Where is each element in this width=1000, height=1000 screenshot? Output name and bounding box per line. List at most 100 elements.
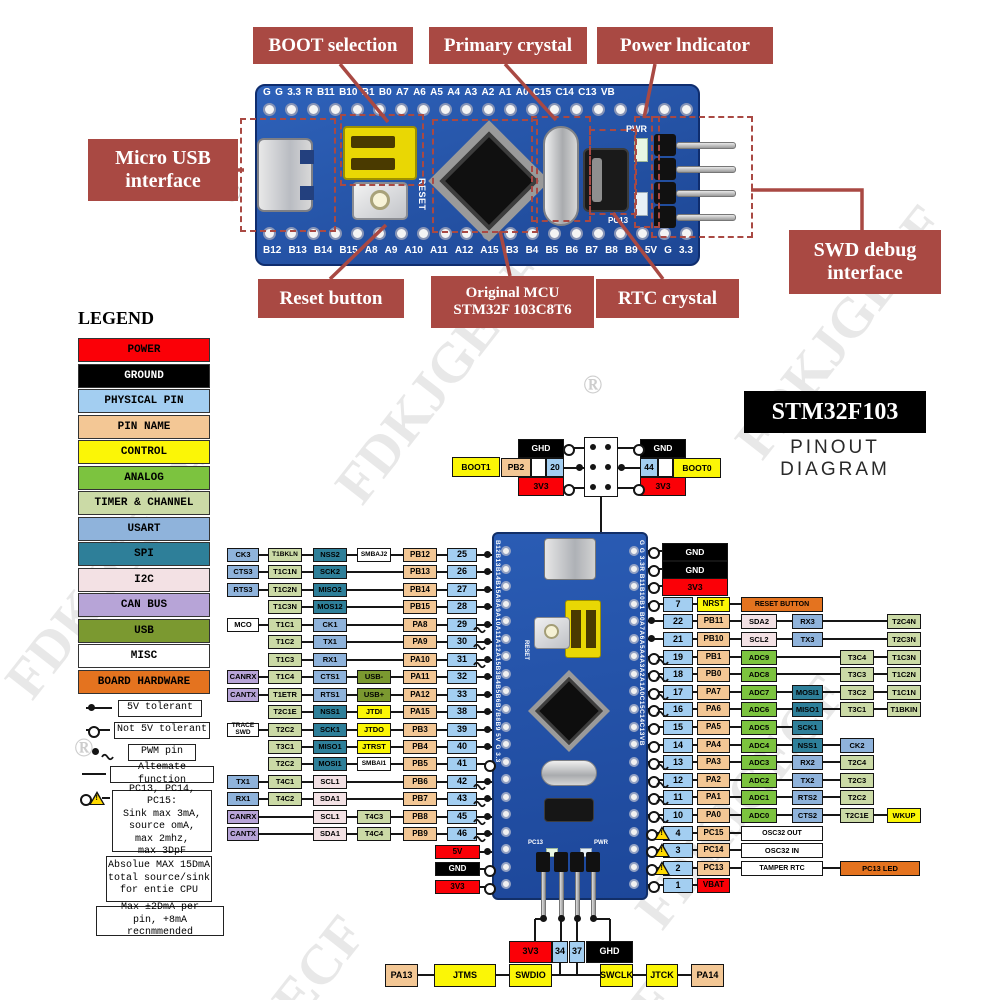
legend-item-timer-channel: TIMER & CHANNEL [78, 491, 210, 515]
pin-name-pa7: PA7 [697, 685, 730, 700]
pin-name-pa11: PA11 [403, 670, 437, 684]
pin-hole [526, 103, 540, 116]
boot-left-blank [531, 458, 546, 477]
silk-label-a6: A6 [413, 87, 426, 98]
pin-name-pc13: PC13 [697, 861, 730, 876]
pin-function-usb+: USB+ [357, 688, 391, 702]
pin-number-7: 7 [663, 597, 693, 612]
note-line: Altemate function [110, 762, 214, 786]
pin-function-tx1: TX1 [227, 775, 259, 789]
pin-function-sck2: SCK2 [313, 565, 347, 579]
pin-function-t1c4: T1C4 [268, 670, 302, 684]
silk-label-g: G [275, 87, 283, 98]
diagram-pin-hole [501, 633, 511, 644]
jumper-to-board-line [600, 497, 602, 532]
pin-function-wkup: WKUP [887, 808, 921, 823]
row-line-pc15 [648, 832, 823, 834]
warning-triangle-icon: ! [654, 861, 670, 875]
5v-tolerant-icon [484, 551, 491, 558]
diagram-pin-hole [501, 756, 511, 767]
diagram-pin-hole [629, 879, 639, 890]
note-symbol-line [82, 773, 106, 775]
pin-number-43: 43 [447, 792, 477, 806]
pin-function-cts1: CTS1 [313, 670, 347, 684]
bottom-pin-ghd: GHD [586, 941, 633, 963]
silk-label-5v: 5V [644, 245, 658, 256]
pin-name-pa1: PA1 [697, 790, 730, 805]
silk-label-b4: B4 [525, 245, 539, 256]
pin-function-miso1: MISO1 [313, 740, 347, 754]
boot-jumper-block [584, 437, 618, 497]
pin-number-40: 40 [447, 740, 477, 754]
not-5v-tolerant-icon [484, 883, 496, 895]
pin-function-sck1: SCK1 [313, 723, 347, 737]
5v-tolerant-icon [92, 748, 99, 755]
diagram-pin-hole [629, 598, 639, 609]
pin-function-adc7: ADC7 [741, 685, 777, 700]
pin-function-t3c2: T3C2 [840, 685, 874, 700]
diagram-pin-hole [629, 844, 639, 855]
pin-number-32: 32 [447, 670, 477, 684]
row-line-pb1 [648, 656, 921, 658]
callout-micro-usb: Micro USB interface [88, 139, 238, 201]
pin-number-21: 21 [663, 632, 693, 647]
pin-hole [592, 227, 606, 240]
pin-function-cantx: CANTX [227, 827, 259, 841]
pin-function-t3c4: T3C4 [840, 650, 874, 665]
jumper-link-line [618, 467, 640, 469]
pin-hole [570, 103, 584, 116]
diagram-pin-hole [501, 546, 511, 556]
pin-function-canrx: CANRX [227, 810, 259, 824]
pin-function-t1c1: T1C1 [268, 618, 302, 632]
boot-jumper-slot [351, 158, 395, 170]
pin-hole [482, 103, 496, 116]
pin-function-t4c3: T4C3 [357, 810, 391, 824]
pin-function-t3c1: T3C1 [840, 702, 874, 717]
diagram-pin-hole [629, 739, 639, 750]
pin-name-pb11: PB11 [697, 614, 730, 629]
diagram-jumper-slot [586, 610, 596, 648]
legend-item-power: POWER [78, 338, 210, 362]
silk-label-3.3: 3.3 [678, 245, 693, 256]
pin-hole [635, 227, 649, 240]
pin-function-nss1: NSS1 [792, 738, 823, 753]
row-line-pa5 [648, 726, 823, 728]
pwm-squiggle-icon [656, 793, 669, 811]
pin-function-adc0: ADC0 [741, 808, 777, 823]
boot-left-pb2: PB2 [501, 458, 531, 477]
silk-label-g: G [664, 245, 672, 256]
warning-triangle-icon: ! [654, 843, 670, 857]
not-5v-tolerant-icon [648, 881, 660, 893]
bottom-connector [576, 919, 578, 941]
warning-triangle-icon: ! [89, 791, 105, 805]
not-5v-tolerant-icon [563, 444, 575, 456]
diagram-pin-hole [501, 616, 511, 627]
note-symbol-line [86, 707, 112, 709]
silk-label-r: R [305, 87, 313, 98]
pin-function-adc8: ADC8 [741, 667, 777, 682]
pin-function-t1c2n: T1C2N [887, 667, 921, 682]
pin-hole [657, 103, 671, 116]
row-line-pa8 [231, 624, 492, 626]
pin-number-38: 38 [447, 705, 477, 719]
silk-label-a12: A12 [454, 245, 474, 256]
pin-function-jtrst: JTRST [357, 740, 391, 754]
diagram-silk-right: G G 3.3R B11B10B1 B0A7A6A5A4A3A2A1A0C15C… [638, 540, 645, 746]
pin-function-adc9: ADC9 [741, 650, 777, 665]
bottom-connector [576, 963, 578, 976]
bottom-chain-jtck: JTCK [646, 964, 678, 987]
diagram-pin-hole [629, 791, 639, 802]
pin-function-sda1: SDA1 [313, 792, 347, 806]
pin-function-t1c3: T1C3 [268, 653, 302, 667]
diagram-usb-connector [544, 538, 596, 580]
note-pwm: PWM pin [128, 744, 196, 761]
legend-item-board-hardware: BOARD HARDWARE [78, 669, 210, 694]
usb-annotation-box [240, 118, 336, 232]
pin-hole [592, 103, 606, 116]
rtc-crystal-band [592, 158, 602, 202]
5v-tolerant-icon [618, 464, 625, 471]
5v-tolerant-icon [484, 795, 491, 802]
silk-label-a15: A15 [480, 245, 499, 256]
pin-hole [416, 227, 430, 240]
pin-function-rx2: RX2 [792, 755, 823, 770]
